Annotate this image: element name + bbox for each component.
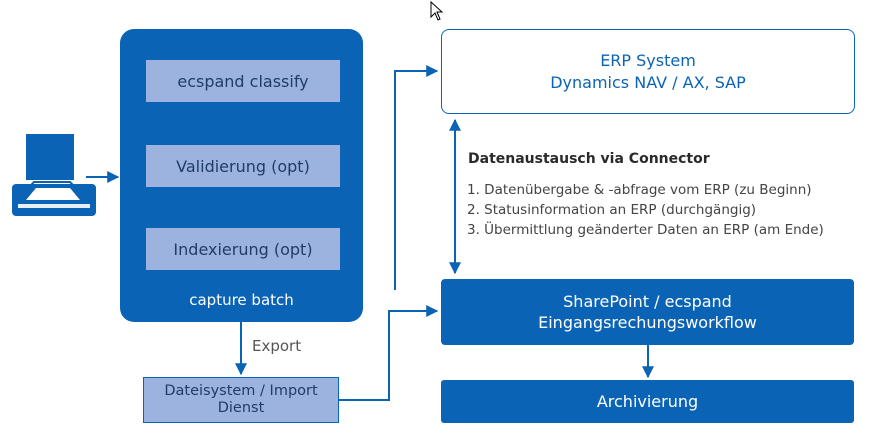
filesystem-line1: Dateisystem / Import	[164, 383, 318, 399]
erp-line1: ERP System	[600, 50, 696, 70]
filesystem-line2: Dienst	[217, 400, 265, 416]
step-indexierung: Indexierung (opt)	[146, 228, 340, 270]
archivierung-box: Archivierung	[441, 380, 854, 423]
connector-item: 3. Übermittlung geänderter Daten an ERP …	[467, 222, 824, 238]
capture-batch-label: capture batch	[189, 291, 294, 309]
sharepoint-line1: SharePoint / ecspand	[563, 292, 732, 311]
scanner-icon	[12, 134, 96, 216]
cursor-icon	[430, 1, 444, 21]
step-label: Validierung (opt)	[176, 156, 310, 176]
connector-list: 1. Datenübergabe & -abfrage vom ERP (zu …	[467, 180, 824, 240]
step-validierung: Validierung (opt)	[146, 145, 340, 187]
archivierung-label: Archivierung	[596, 392, 699, 411]
sharepoint-line2: Eingangsrechungsworkflow	[538, 313, 757, 332]
erp-system-box: ERP System Dynamics NAV / AX, SAP	[441, 29, 855, 114]
export-label: Export	[252, 337, 302, 355]
erp-line2: Dynamics NAV / AX, SAP	[550, 72, 746, 92]
filesystem-to-sharepoint-arrow	[339, 305, 439, 401]
connector-item: 1. Datenübergabe & -abfrage vom ERP (zu …	[467, 182, 812, 198]
filesystem-import-box: Dateisystem / Import Dienst	[143, 377, 339, 423]
step-ecspand-classify: ecspand classify	[146, 60, 340, 102]
connector-item: 2. Statusinformation an ERP (durchgängig…	[467, 202, 757, 218]
step-label: Indexierung (opt)	[173, 239, 313, 259]
sharepoint-workflow-box: SharePoint / ecspand Eingangsrechungswor…	[441, 279, 854, 345]
connector-title: Datenaustausch via Connector	[468, 151, 710, 167]
batch-to-erp-arrow	[394, 65, 439, 290]
step-label: ecspand classify	[177, 71, 309, 91]
